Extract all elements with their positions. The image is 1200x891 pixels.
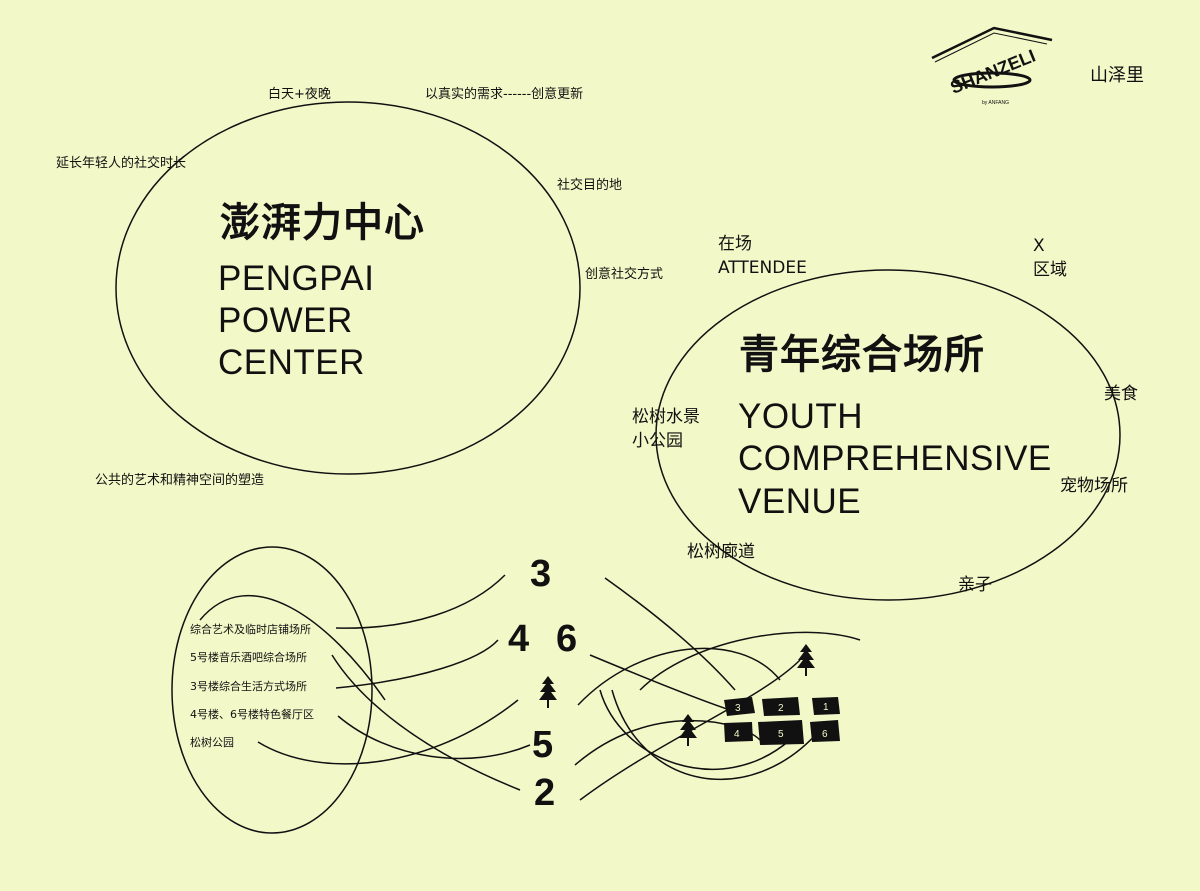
- building-number-5: 5: [532, 724, 554, 766]
- svg-text:5: 5: [778, 729, 784, 740]
- label-social-destination: 社交目的地: [557, 178, 623, 193]
- connector-line: [337, 715, 531, 760]
- connector-line: [257, 699, 519, 765]
- youth-title-en-2: COMPREHENSIVE: [738, 439, 1052, 478]
- brand-name: 山泽里: [1090, 65, 1144, 86]
- map-block: 2: [762, 697, 800, 716]
- legend-item: 5号楼音乐酒吧综合场所: [190, 651, 307, 664]
- svg-text:1: 1: [823, 702, 829, 713]
- youth-venue-ellipse: [655, 269, 1121, 601]
- pine-tree-icon: [679, 714, 697, 746]
- label-pine-corridor: 松树廊道: [687, 542, 755, 562]
- youth-title-cn: 青年综合场所: [739, 332, 985, 378]
- legend-item: 4号楼、6号楼特色餐厅区: [190, 708, 314, 721]
- label-family: 亲子: [958, 575, 992, 595]
- label-region: 区域: [1033, 260, 1067, 280]
- pengpai-ellipse: [115, 101, 581, 475]
- map-block: 4: [724, 722, 753, 742]
- connector-line: [331, 654, 521, 791]
- legend-item: 3号楼综合生活方式场所: [190, 680, 307, 693]
- map-block: 6: [810, 720, 840, 742]
- svg-text:4: 4: [734, 729, 740, 740]
- connector-line: [589, 654, 731, 711]
- connector-line: [604, 577, 736, 691]
- building-number-4: 4: [508, 618, 530, 660]
- label-pet: 宠物场所: [1060, 476, 1128, 496]
- label-pine-garden-1: 松树水景: [632, 407, 700, 427]
- connector-line: [579, 659, 801, 801]
- connector-line: [335, 574, 506, 629]
- connector-line: [577, 647, 781, 706]
- label-attendee-en: ATTENDEE: [718, 258, 807, 278]
- building-number-3: 3: [530, 553, 552, 595]
- legend-ellipse: [171, 546, 373, 834]
- svg-text:2: 2: [778, 703, 784, 714]
- label-creative-social: 创意社交方式: [585, 267, 664, 282]
- connector-line: [639, 631, 861, 691]
- logo-ring: [952, 71, 1032, 89]
- logo-arch-inner: [934, 32, 1048, 63]
- label-x: X: [1033, 236, 1045, 256]
- pine-tree-icon: [797, 644, 815, 676]
- svg-text:6: 6: [822, 729, 828, 740]
- logo-text: SHANZELI: [947, 46, 1038, 98]
- pengpai-title-cn: 澎湃力中心: [220, 200, 425, 246]
- legend-item: 综合艺术及临时店铺场所: [190, 623, 311, 636]
- svg-text:3: 3: [735, 703, 741, 714]
- label-extend-social: 延长年轻人的社交时长: [56, 156, 187, 171]
- logo-arch: [931, 26, 1053, 60]
- label-attendee-cn: 在场: [718, 234, 752, 254]
- label-public-art: 公共的艺术和精神空间的塑造: [95, 473, 265, 488]
- connector-line: [611, 689, 821, 780]
- building-number-2: 2: [534, 772, 556, 814]
- pengpai-title-en-2: POWER: [218, 301, 353, 340]
- label-real-need: 以真实的需求------创意更新: [425, 87, 584, 102]
- connector-line: [599, 689, 791, 770]
- pine-tree-icon: [539, 676, 557, 708]
- label-pine-garden-2: 小公园: [632, 431, 683, 451]
- building-number-6: 6: [556, 618, 578, 660]
- map-block: 3: [724, 697, 755, 716]
- map-block: 1: [812, 697, 840, 715]
- pengpai-title-en-1: PENGPAI: [218, 259, 375, 298]
- connector-line: [199, 594, 386, 701]
- logo-byline: by ANFANG: [982, 100, 1009, 106]
- label-food: 美食: [1104, 384, 1138, 404]
- legend-item: 松树公园: [190, 736, 234, 749]
- label-day-night: 白天+夜晚: [268, 87, 331, 102]
- mini-map: 3 2 1 4 5 6: [724, 697, 840, 745]
- connector-line: [335, 639, 499, 689]
- youth-title-en-1: YOUTH: [738, 397, 863, 436]
- map-block: 5: [758, 720, 804, 745]
- pengpai-title-en-3: CENTER: [218, 343, 365, 382]
- youth-title-en-3: VENUE: [738, 482, 862, 521]
